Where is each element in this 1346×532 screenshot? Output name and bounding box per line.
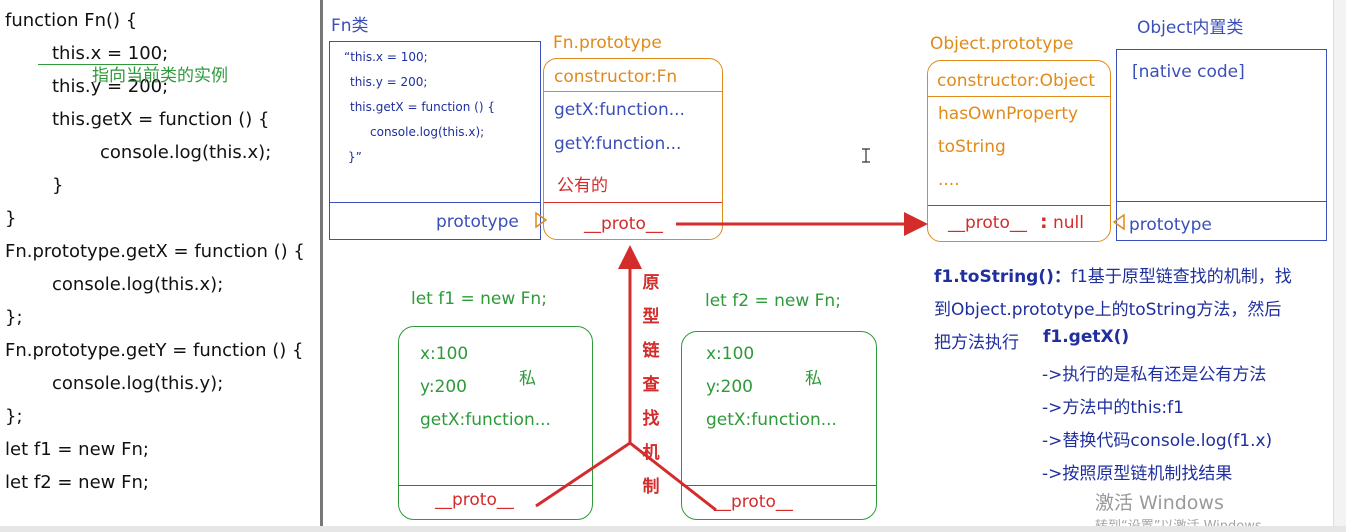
object-proto-colon: : bbox=[1040, 211, 1048, 233]
notes-step: ->执行的是私有还是公有方法 bbox=[1042, 365, 1267, 385]
fn-method: getX:function... bbox=[554, 100, 685, 120]
bottom-bar bbox=[0, 526, 1346, 532]
divider bbox=[544, 202, 722, 203]
f1-private-label: 私 bbox=[519, 369, 536, 389]
object-proto-null: null bbox=[1053, 213, 1084, 233]
fn-body-line: this.y = 200; bbox=[350, 75, 428, 89]
notes-tostring-title: f1.toString()： bbox=[934, 267, 1071, 287]
code-line: let f1 = new Fn; bbox=[5, 439, 149, 460]
code-line: console.log(this.x); bbox=[100, 142, 272, 163]
chain-char: 机 bbox=[642, 443, 660, 463]
f1-prop: getX:function... bbox=[420, 410, 551, 430]
chain-char: 链 bbox=[642, 341, 660, 361]
f1-prop: y:200 bbox=[420, 377, 467, 397]
object-prototype-box: constructor:Object hasOwnProperty toStri… bbox=[927, 60, 1111, 242]
object-method: toString bbox=[938, 137, 1006, 157]
prototype-chain-label: 原 型 链 查 找 机 制 bbox=[641, 266, 661, 504]
object-prototype-title: Object.prototype bbox=[930, 34, 1074, 54]
f2-prop: y:200 bbox=[706, 377, 753, 397]
divider bbox=[928, 96, 1110, 97]
object-proto-label: __proto__ bbox=[948, 213, 1027, 233]
code-line: function Fn() { bbox=[5, 10, 138, 31]
code-panel: function Fn() { this.x = 100; this.y = 2… bbox=[0, 0, 320, 532]
activation-watermark-title: 激活 Windows bbox=[1095, 492, 1224, 514]
code-line: console.log(this.x); bbox=[52, 274, 224, 295]
public-label: 公有的 bbox=[557, 176, 608, 196]
object-constructor: constructor:Object bbox=[937, 71, 1096, 91]
fn-method: getY:function... bbox=[554, 134, 682, 154]
divider bbox=[330, 202, 540, 203]
f2-prop: getX:function... bbox=[706, 410, 837, 430]
f2-instance-box: x:100 y:200 getX:function... 私 __proto__ bbox=[681, 331, 877, 520]
code-line: }; bbox=[5, 307, 23, 328]
divider bbox=[928, 205, 1110, 206]
text-cursor-icon bbox=[862, 148, 870, 163]
activation-watermark-subtitle: 转到“设置”以激活 Windows。 bbox=[1095, 519, 1275, 527]
fn-prototype-title: Fn.prototype bbox=[553, 33, 662, 53]
notes-step: ->替换代码console.log(f1.x) bbox=[1042, 431, 1273, 451]
notes-step: ->按照原型链机制找结果 bbox=[1042, 464, 1233, 484]
fn-class-box: “this.x = 100; this.y = 200; this.getX =… bbox=[329, 41, 541, 240]
f1-declaration: let f1 = new Fn; bbox=[411, 289, 547, 309]
fn-prototype-box: constructor:Fn getX:function... getY:fun… bbox=[543, 58, 723, 240]
chain-char: 原 bbox=[642, 273, 660, 293]
code-line: Fn.prototype.getY = function () { bbox=[5, 340, 304, 361]
fn-proto-label: __proto__ bbox=[584, 214, 663, 234]
code-line: }; bbox=[5, 406, 23, 427]
notes-line2: 到Object.prototype上的toString方法，然后 bbox=[934, 300, 1282, 320]
annotation-underline bbox=[38, 64, 158, 65]
code-line: } bbox=[5, 208, 17, 229]
notes-line1: f1.toString()：f1基于原型链查找的机制，找 bbox=[934, 262, 1292, 287]
code-line: } bbox=[52, 175, 64, 196]
fn-body-line: }” bbox=[348, 150, 362, 164]
chain-char: 找 bbox=[642, 409, 660, 429]
notes-line1-text: f1基于原型链查找的机制，找 bbox=[1070, 267, 1292, 287]
object-prototype-pointer-icon bbox=[1112, 213, 1125, 231]
code-annotation: 指向当前类的实例 bbox=[92, 66, 228, 86]
f2-prop: x:100 bbox=[706, 344, 755, 364]
chain-char: 制 bbox=[642, 477, 660, 497]
object-class-box: [native code] prototype bbox=[1116, 49, 1327, 241]
scrollbar[interactable] bbox=[1333, 0, 1346, 532]
object-class-title: Object内置类 bbox=[1137, 18, 1244, 38]
fn-constructor: constructor:Fn bbox=[554, 67, 678, 87]
notes-step: ->方法中的this:f1 bbox=[1042, 398, 1184, 418]
chain-arrow-left-branch bbox=[535, 441, 631, 508]
fn-prototype-pointer-icon bbox=[535, 211, 548, 229]
f1-proto-label: __proto__ bbox=[435, 490, 514, 510]
fn-body-line: console.log(this.x); bbox=[370, 125, 485, 139]
chain-char: 查 bbox=[642, 375, 660, 395]
divider bbox=[1117, 201, 1326, 202]
f1-prop: x:100 bbox=[420, 344, 469, 364]
f2-proto-label: __proto__ bbox=[714, 492, 793, 512]
object-method: hasOwnProperty bbox=[938, 104, 1079, 124]
f2-declaration: let f2 = new Fn; bbox=[705, 291, 841, 311]
object-method: .... bbox=[938, 170, 960, 190]
divider bbox=[399, 485, 592, 486]
code-line: this.y = 200; bbox=[52, 76, 169, 97]
notes-line3: 把方法执行 bbox=[934, 333, 1019, 353]
object-prototype-label: prototype bbox=[1129, 215, 1212, 235]
f2-private-label: 私 bbox=[805, 369, 822, 389]
code-line: let f2 = new Fn; bbox=[5, 472, 149, 493]
code-line: console.log(this.y); bbox=[52, 373, 224, 394]
code-line: this.x = 100; bbox=[52, 43, 169, 64]
object-native-code: [native code] bbox=[1132, 62, 1245, 82]
fn-body-line: this.getX = function () { bbox=[350, 100, 495, 114]
panel-divider bbox=[320, 0, 323, 532]
divider bbox=[682, 485, 876, 486]
chain-char: 型 bbox=[642, 307, 660, 327]
fn-prototype-label: prototype bbox=[436, 212, 519, 232]
f1-instance-box: x:100 y:200 getX:function... 私 __proto__ bbox=[398, 326, 593, 520]
divider bbox=[544, 91, 722, 92]
fn-body-line: “this.x = 100; bbox=[344, 50, 428, 64]
code-line: this.getX = function () { bbox=[52, 109, 270, 130]
notes-getx-title: f1.getX() bbox=[1043, 327, 1130, 347]
chain-arrow-right-branch bbox=[629, 441, 717, 512]
code-line: Fn.prototype.getX = function () { bbox=[5, 241, 305, 262]
fn-class-title: Fn类 bbox=[331, 16, 369, 36]
